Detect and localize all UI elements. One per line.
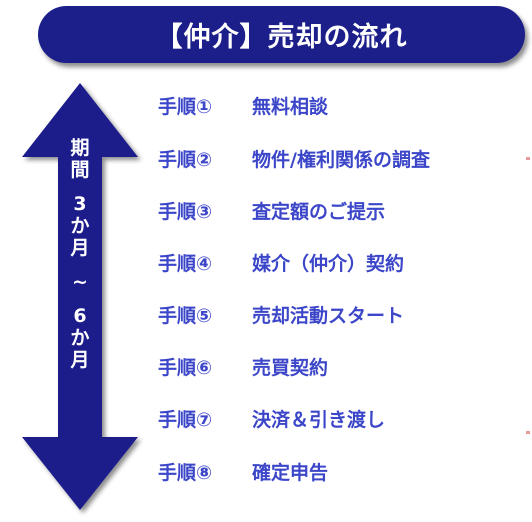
step-text: 媒介（仲介）契約	[252, 252, 405, 275]
period-char: か	[70, 327, 90, 349]
step-number: 手順③	[158, 200, 213, 223]
period-char: 3	[73, 193, 87, 215]
step-text: 確定申告	[252, 461, 329, 484]
period-char: 間	[70, 159, 90, 181]
step-item: 手順⑤ 売却活動スタート	[158, 299, 404, 329]
period-char: か	[70, 215, 90, 237]
step-item: 手順⑧ 確定申告	[158, 456, 328, 486]
step-item: 手順⑦ 決済＆引き渡し	[158, 403, 385, 433]
period-char: 月	[70, 349, 90, 371]
step-text: 無料相談	[252, 95, 329, 118]
period-char: 6	[73, 305, 87, 327]
step-text: 売却活動スタート	[252, 304, 405, 327]
period-char: 期	[70, 137, 90, 159]
step-text: 売買契約	[252, 356, 329, 379]
double-arrow-shape	[22, 83, 138, 510]
step-number: 手順⑥	[158, 356, 213, 379]
step-number: 手順②	[158, 148, 213, 171]
step-item: 手順④ 媒介（仲介）契約	[158, 247, 404, 277]
step-text: 決済＆引き渡し	[252, 408, 386, 431]
step-number: 手順④	[158, 252, 213, 275]
edge-mark	[526, 431, 530, 434]
step-number: 手順⑧	[158, 461, 213, 484]
period-label: 期 間 3 か 月 ~ 6 か 月	[65, 137, 95, 371]
step-item: 手順① 無料相談	[158, 90, 328, 120]
step-number: 手順①	[158, 95, 213, 118]
period-char: ~	[72, 271, 88, 293]
step-text: 査定額のご提示	[252, 200, 386, 223]
edge-mark	[526, 157, 530, 160]
page-title: 【仲介】売却の流れ	[155, 22, 408, 53]
step-item: 手順② 物件/権利関係の調査	[158, 143, 430, 173]
title-banner: 【仲介】売却の流れ	[38, 6, 525, 63]
step-item: 手順③ 査定額のご提示	[158, 195, 385, 225]
period-char: 月	[70, 237, 90, 259]
step-number: 手順⑤	[158, 304, 213, 327]
step-item: 手順⑥ 売買契約	[158, 351, 328, 381]
step-number: 手順⑦	[158, 408, 213, 431]
step-text: 物件/権利関係の調査	[252, 148, 430, 171]
